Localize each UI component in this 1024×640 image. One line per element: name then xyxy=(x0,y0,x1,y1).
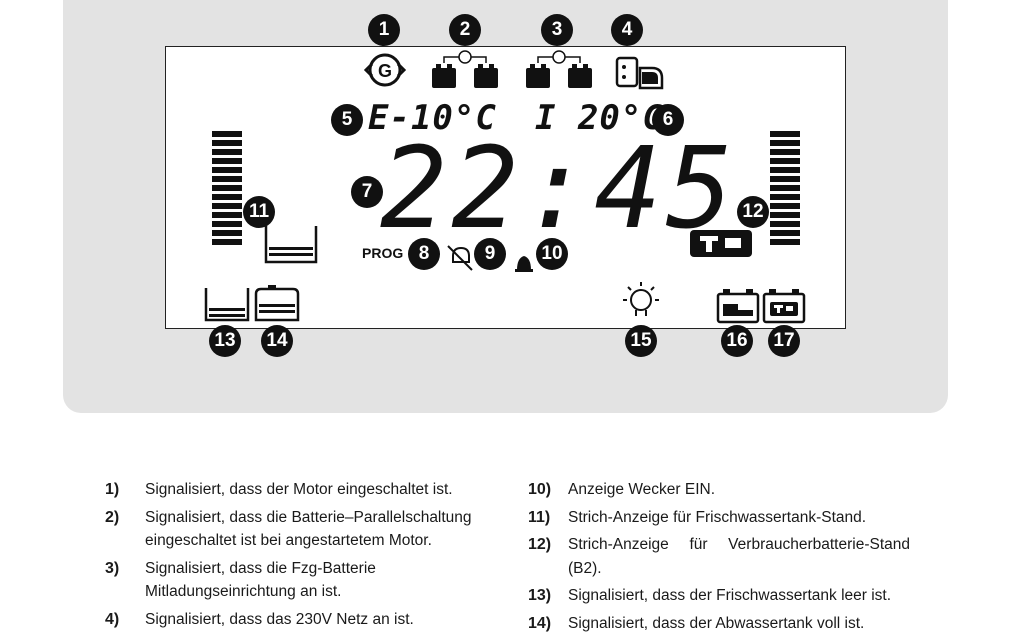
badge-13: 13 xyxy=(209,325,241,357)
battery-charging-icon xyxy=(526,50,592,88)
legend-num: 12) xyxy=(528,536,552,553)
lcd-artwork: G xyxy=(204,50,806,324)
legend-right: 10) Anzeige Wecker EIN. 11) Strich-Anzeige… xyxy=(528,478,910,639)
legend-item: 11) Strich-Anzeige für Frischwassertank-S… xyxy=(528,506,910,530)
badge-4: 4 xyxy=(611,14,643,46)
legend-num: 13) xyxy=(528,587,552,604)
truck-icon xyxy=(690,230,752,257)
badge-7: 7 xyxy=(351,176,383,208)
legend-item: 3) Signalisiert, dass die Fzg-Batterie Mi… xyxy=(105,557,485,604)
water-level-bars xyxy=(212,131,242,245)
waste-tank-icon xyxy=(254,285,300,322)
battery-parallel-icon xyxy=(432,50,498,88)
temp-external: E-10°C xyxy=(368,98,497,138)
legend-item: 2) Signalisiert, dass die Batterie–Parall… xyxy=(105,506,485,553)
badge-1: 1 xyxy=(368,14,400,46)
badge-10: 10 xyxy=(536,238,568,270)
badge-15: 15 xyxy=(625,325,657,357)
battery-level-bars xyxy=(770,131,800,245)
legend-text: Signalisiert, dass der Abwassertank voll… xyxy=(568,614,865,632)
lcd-display xyxy=(165,46,846,329)
caravan-battery-icon xyxy=(762,289,806,324)
generator-icon: G xyxy=(363,53,407,87)
legend-item: 4) Signalisiert, dass das 230V Netz an is… xyxy=(105,608,485,632)
legend-text: Anzeige Wecker EIN. xyxy=(568,481,716,498)
badge-2: 2 xyxy=(449,14,481,46)
bell-icon xyxy=(515,256,533,272)
badge-9: 9 xyxy=(474,238,506,270)
svg-text:G: G xyxy=(378,61,392,81)
legend-text: Signalisiert, dass die Fzg-Batterie Mitl… xyxy=(145,559,376,601)
legend-num: 3) xyxy=(105,559,120,577)
water-tank-icon xyxy=(264,226,318,264)
legend-num: 11) xyxy=(528,508,551,526)
badge-3: 3 xyxy=(541,14,573,46)
badge-16: 16 xyxy=(721,325,753,357)
legend-text: Strich-Anzeige für Verbraucherbatterie-S… xyxy=(568,536,910,577)
clock-display: 22:45 xyxy=(380,124,738,254)
legend-num: 1) xyxy=(105,481,120,498)
badge-14: 14 xyxy=(261,325,293,357)
legend-num: 4) xyxy=(105,610,120,628)
temp-internal: I 20°C xyxy=(535,98,664,138)
light-bulb-icon xyxy=(623,282,659,316)
badge-12: 12 xyxy=(737,196,769,228)
legend-text: Signalisiert, dass die Batterie–Parallel… xyxy=(145,508,472,550)
legend-item: 12) Strich-Anzeige für Verbraucherbatteri… xyxy=(528,533,910,580)
vehicle-battery-icon xyxy=(716,289,760,324)
legend-item: 13) Signalisiert, dass der Frischwasserta… xyxy=(528,584,910,608)
legend-item: 10) Anzeige Wecker EIN. xyxy=(528,478,910,502)
legend-num: 2) xyxy=(105,508,120,526)
badge-6: 6 xyxy=(652,104,684,136)
legend-item: 14) Signalisiert, dass der Abwassertank v… xyxy=(528,612,910,636)
power-plug-icon xyxy=(615,56,664,90)
legend-item: 1) Signalisiert, dass der Motor eingescha… xyxy=(105,478,485,502)
alarm-off-icon xyxy=(447,245,473,271)
legend-text: Signalisiert, dass der Frischwassertank … xyxy=(568,587,892,604)
prog-label: PROG xyxy=(362,245,404,261)
legend-text: Signalisiert, dass das 230V Netz an ist. xyxy=(145,610,414,628)
badge-5: 5 xyxy=(331,104,363,136)
legend-text: Signalisiert, dass der Motor eingeschalt… xyxy=(145,481,453,498)
water-tank-empty-icon xyxy=(204,288,250,322)
legend-num: 14) xyxy=(528,614,552,632)
legend-text: Strich-Anzeige für Frischwassertank-Stan… xyxy=(568,508,867,526)
badge-11: 11 xyxy=(243,196,275,228)
badge-8: 8 xyxy=(408,238,440,270)
legend-num: 10) xyxy=(528,481,552,498)
badge-17: 17 xyxy=(768,325,800,357)
legend-left: 1) Signalisiert, dass der Motor eingescha… xyxy=(105,478,485,635)
